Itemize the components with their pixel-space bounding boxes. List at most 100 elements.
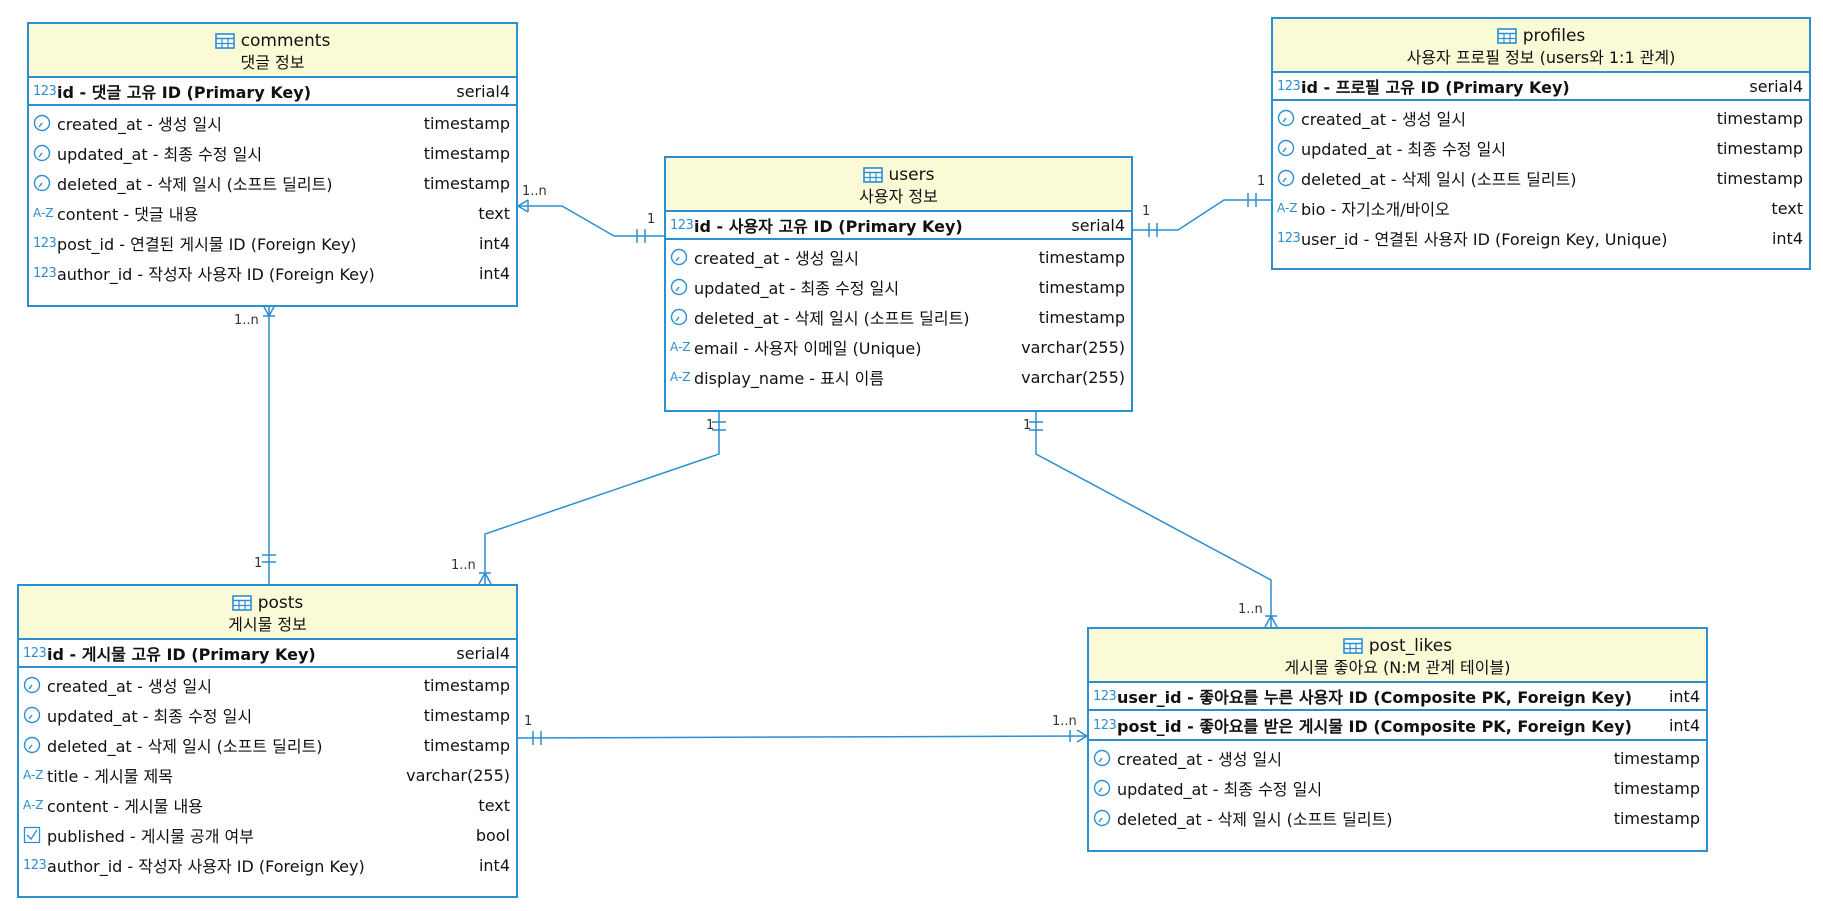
column-type: timestamp: [423, 113, 510, 133]
rel-users-postlikes: [1035, 412, 1272, 627]
column-type: varchar(255): [1021, 367, 1125, 387]
card-users-postlikes-one: 1: [1023, 418, 1032, 433]
column-name: deleted_at - 삭제 일시 (소프트 딜리트): [47, 737, 323, 756]
number-icon: 123: [1277, 78, 1301, 94]
column-row[interactable]: deleted_at - 삭제 일시 (소프트 딜리트)timestamp: [1273, 163, 1809, 193]
column-name: content - 댓글 내용: [57, 205, 199, 224]
column-name: created_at - 생성 일시: [1117, 750, 1282, 769]
text-icon: A-Z: [1277, 201, 1298, 215]
card-users-postlikes-many: 1..n: [1238, 602, 1263, 617]
table-icon: [1496, 28, 1517, 44]
clock-icon: [670, 308, 688, 326]
clock-icon: [33, 144, 51, 162]
table-name: users: [888, 165, 935, 185]
table-icon: [214, 33, 235, 49]
number-icon: 123: [33, 235, 57, 251]
clock-icon: [1093, 779, 1111, 797]
column-name: updated_at - 최종 수정 일시: [1301, 140, 1507, 159]
number-icon: 123: [670, 217, 694, 233]
column-type: serial4: [456, 643, 510, 663]
column-name: created_at - 생성 일시: [694, 249, 859, 268]
checkbox-icon: [23, 826, 41, 844]
table-description: 게시물 좋아요 (N:M 관계 테이블): [1284, 658, 1511, 677]
column-type: serial4: [1071, 215, 1125, 235]
clock-icon: [1277, 169, 1295, 187]
column-type: timestamp: [1613, 808, 1700, 828]
column-name: deleted_at - 삭제 일시 (소프트 딜리트): [1117, 810, 1393, 829]
table-icon: [1343, 638, 1363, 654]
column-row[interactable]: deleted_at - 삭제 일시 (소프트 딜리트) timestamp: [1089, 803, 1706, 833]
card-users-posts-one: 1: [706, 418, 715, 433]
card-users-profiles-one-a: 1: [1142, 204, 1151, 219]
column-type: serial4: [1749, 76, 1803, 96]
text-icon: A-Z: [23, 798, 44, 812]
column-type: timestamp: [1038, 247, 1125, 267]
column-type: int4: [478, 233, 510, 253]
column-name: id - 게시물 고유 ID (Primary Key): [47, 645, 316, 664]
table-description: 댓글 정보: [240, 53, 305, 72]
column-name: deleted_at - 삭제 일시 (소프트 딜리트): [1301, 170, 1577, 189]
column-type: text: [478, 795, 510, 815]
column-type: int4: [1668, 686, 1700, 706]
clock-icon: [23, 736, 41, 754]
card-posts-postlikes-many: 1..n: [1052, 714, 1077, 729]
text-icon: A-Z: [670, 370, 691, 384]
column-type: int4: [478, 263, 510, 283]
clock-icon: [1277, 139, 1295, 157]
column-type: timestamp: [423, 705, 510, 725]
table-name: post_likes: [1368, 636, 1453, 656]
clock-icon: [670, 278, 688, 296]
column-row[interactable]: deleted_at - 삭제 일시 (소프트 딜리트)timestamp: [666, 302, 1131, 332]
number-icon: 123: [1093, 688, 1117, 704]
column-name: user_id - 좋아요를 누른 사용자 ID (Composite PK, …: [1117, 688, 1633, 707]
card-comments-users-many: 1..n: [522, 184, 547, 199]
clock-icon: [1093, 749, 1111, 767]
rel-users-posts: [484, 412, 720, 584]
column-row[interactable]: deleted_at - 삭제 일시 (소프트 딜리트)timestamp: [19, 730, 516, 760]
table-name: profiles: [1522, 26, 1586, 46]
column-row[interactable]: created_at - 생성 일시 timestamp: [666, 242, 1131, 272]
table-icon: [862, 167, 883, 183]
column-type: text: [478, 203, 510, 223]
number-icon: 123: [1277, 230, 1301, 246]
number-icon: 123: [33, 265, 57, 281]
text-icon: A-Z: [670, 340, 691, 354]
column-row[interactable]: deleted_at - 삭제 일시 (소프트 딜리트)timestamp: [29, 168, 516, 198]
table-description: 게시물 정보: [228, 615, 307, 634]
card-users-posts-many: 1..n: [451, 558, 476, 573]
